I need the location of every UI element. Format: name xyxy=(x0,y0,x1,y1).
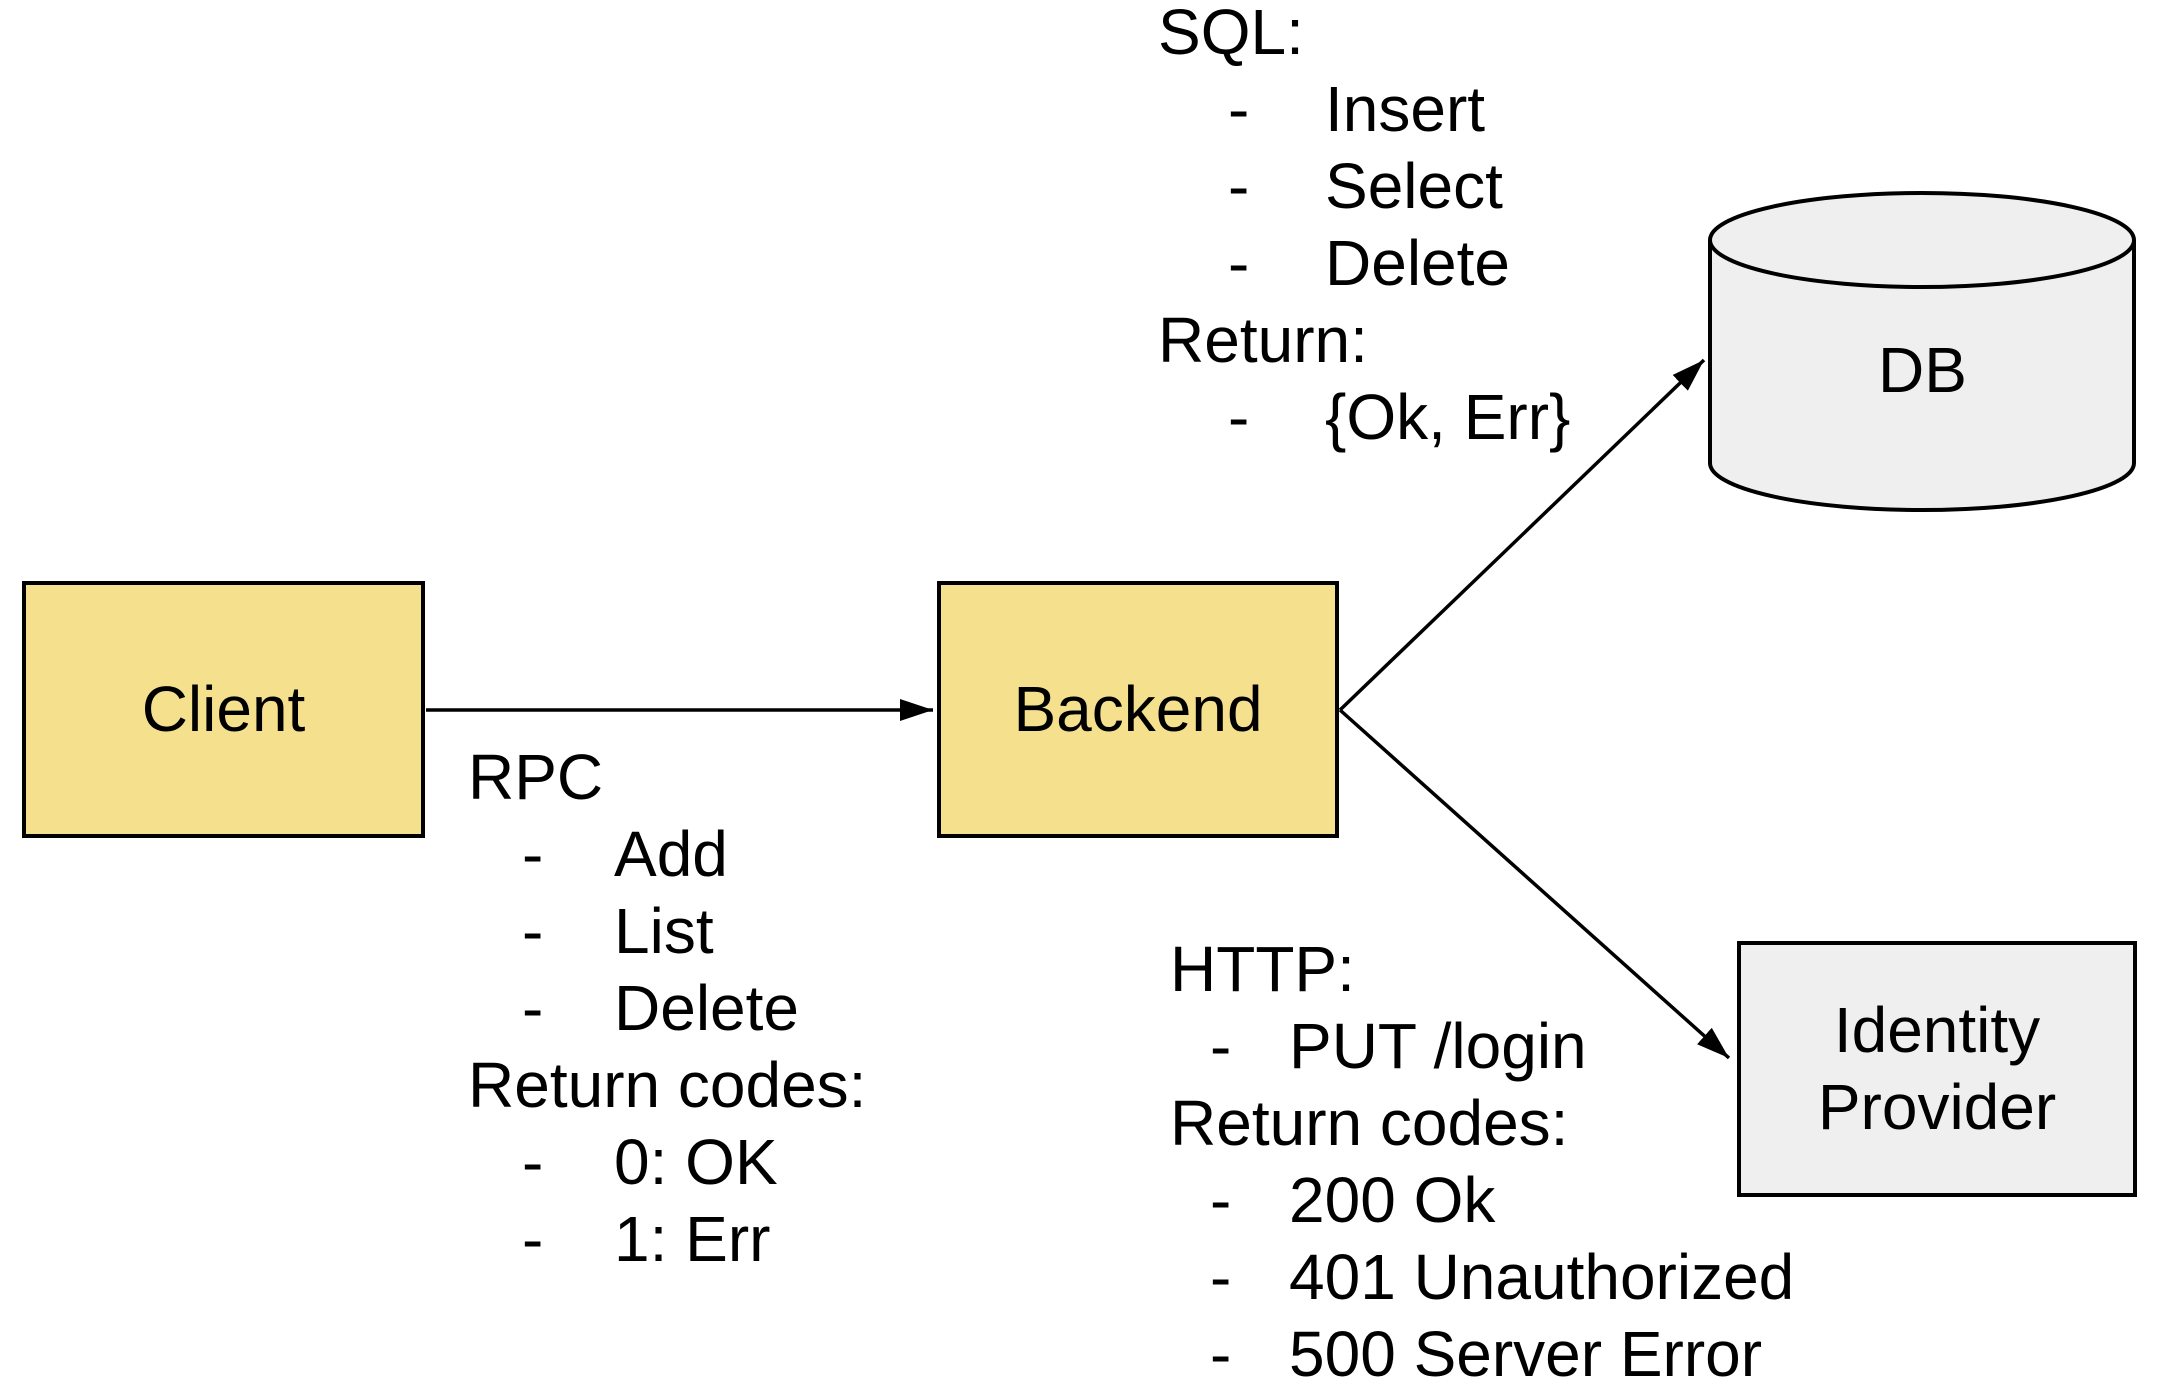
http-return-item-text: 200 Ok xyxy=(1289,1164,1496,1236)
rpc-item: -Add xyxy=(468,816,866,893)
http-return-item: -500 Server Error xyxy=(1170,1316,1794,1393)
client-node-label: Client xyxy=(141,673,306,745)
edge-backend-identity-provider xyxy=(1338,708,1731,1060)
rpc-item-text: Delete xyxy=(614,972,799,1044)
rpc-return-item-text: 1: Err xyxy=(614,1203,771,1275)
rpc-annotation: RPC -Add -List -Delete Return codes: -0:… xyxy=(468,739,866,1278)
bullet-dash: - xyxy=(522,972,544,1044)
rpc-heading: RPC xyxy=(468,741,604,813)
bullet-dash: - xyxy=(1228,381,1250,453)
http-item-text: PUT /login xyxy=(1289,1010,1587,1082)
sql-item-text: Select xyxy=(1325,150,1503,222)
rpc-item: -Delete xyxy=(468,970,866,1047)
http-return-item-text: 401 Unauthorized xyxy=(1289,1241,1795,1313)
http-item: -PUT /login xyxy=(1170,1008,1794,1085)
bullet-dash: - xyxy=(1210,1164,1232,1236)
bullet-dash: - xyxy=(522,895,544,967)
rpc-return-item: -1: Err xyxy=(468,1201,866,1278)
backend-node-label: Backend xyxy=(1013,673,1263,745)
rpc-item-text: Add xyxy=(614,818,728,890)
http-return-item: -200 Ok xyxy=(1170,1162,1794,1239)
http-return-item: -401 Unauthorized xyxy=(1170,1239,1794,1316)
sql-heading: SQL: xyxy=(1158,0,1304,68)
rpc-item: -List xyxy=(468,893,866,970)
rpc-item-text: List xyxy=(614,895,714,967)
http-annotation: HTTP: -PUT /login Return codes: -200 Ok … xyxy=(1170,931,1794,1393)
sql-item-text: Delete xyxy=(1325,227,1510,299)
http-return-heading: Return codes: xyxy=(1170,1087,1569,1159)
backend-node: Backend xyxy=(937,581,1339,838)
sql-return-item-text: {Ok, Err} xyxy=(1325,381,1571,453)
bullet-dash: - xyxy=(522,1126,544,1198)
sql-annotation: SQL: - Insert - Select - Delete Return: - {O… xyxy=(1158,0,1570,456)
sql-item: - Delete xyxy=(1158,225,1570,302)
bullet-dash: - xyxy=(1210,1010,1232,1082)
sql-return-item: - {Ok, Err} xyxy=(1158,379,1570,456)
rpc-return-item: -0: OK xyxy=(468,1124,866,1201)
bullet-dash: - xyxy=(1210,1318,1232,1390)
db-cylinder-shape xyxy=(1708,191,2136,512)
bullet-dash: - xyxy=(1228,227,1250,299)
bullet-dash: - xyxy=(522,818,544,890)
sql-return-heading: Return: xyxy=(1158,304,1368,376)
sql-item: - Select xyxy=(1158,148,1570,225)
http-heading: HTTP: xyxy=(1170,933,1355,1005)
bullet-dash: - xyxy=(522,1203,544,1275)
http-return-item-text: 500 Server Error xyxy=(1289,1318,1763,1390)
bullet-dash: - xyxy=(1228,150,1250,222)
db-node: DB xyxy=(1710,230,2135,510)
sql-item-text: Insert xyxy=(1325,73,1486,145)
bullet-dash: - xyxy=(1228,73,1250,145)
sql-item: - Insert xyxy=(1158,71,1570,148)
rpc-return-item-text: 0: OK xyxy=(614,1126,778,1198)
client-node: Client xyxy=(22,581,425,838)
db-node-label: DB xyxy=(1878,333,1967,406)
bullet-dash: - xyxy=(1210,1241,1232,1313)
rpc-return-heading: Return codes: xyxy=(468,1049,867,1121)
identity-provider-node-label: Identity Provider xyxy=(1817,994,2057,1143)
identity-provider-node: Identity Provider xyxy=(1737,941,2137,1197)
edge-backend-db xyxy=(1338,358,1706,712)
